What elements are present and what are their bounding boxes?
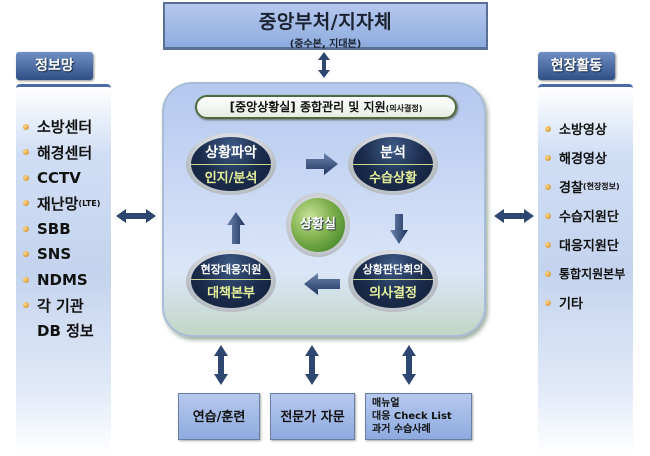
bullet-icon <box>545 212 551 219</box>
field-activity-panel: 소방영상 해경영상 경찰(현장정보) 수습지원단 대응지원단 통합지원본부 기타 <box>538 84 633 456</box>
field-item: 소방영상 <box>545 114 633 143</box>
info-item: 각 기관 <box>23 293 111 319</box>
situation-room-title: [중앙상황실] 종합관리 및 지원(의사결정) <box>195 95 457 119</box>
bullet-icon <box>545 154 551 161</box>
bullet-icon <box>23 251 29 258</box>
bullet-icon <box>23 174 29 181</box>
double-arrow-vertical-icon <box>214 345 228 389</box>
expert-advice-box: 전문가 자문 <box>270 393 355 440</box>
info-item: NDMS <box>23 267 111 293</box>
arrow-up-icon <box>227 212 245 244</box>
central-ministry-title: 중앙부처/지자체 <box>258 11 393 33</box>
field-activity-header: 현장활동 <box>538 52 615 80</box>
manual-reference-box: 매뉴얼 대응 Check List 과거 수습사례 <box>365 393 472 440</box>
field-item: 경찰(현장정보) <box>545 172 633 201</box>
info-item: 재난망(LTE) <box>23 191 111 217</box>
field-item: 수습지원단 <box>545 201 633 230</box>
field-item: 기타 <box>545 288 633 317</box>
field-item: 해경영상 <box>545 143 633 172</box>
info-item: 소방센터 <box>23 114 111 140</box>
double-arrow-horizontal-icon <box>116 208 156 227</box>
info-item: SNS <box>23 242 111 268</box>
info-item: CCTV <box>23 165 111 191</box>
bullet-icon <box>545 270 551 277</box>
info-item: DB 정보 <box>37 322 94 341</box>
info-network-header: 정보망 <box>16 52 93 80</box>
arrow-left-icon <box>304 273 340 295</box>
bullet-icon <box>23 302 29 309</box>
info-network-panel: 소방센터 해경센터 CCTV 재난망(LTE) SBB SNS NDMS 각 기… <box>16 84 111 456</box>
info-item: SBB <box>23 216 111 242</box>
double-arrow-vertical-icon <box>402 345 416 389</box>
double-arrow-vertical-icon <box>305 345 319 389</box>
bullet-icon <box>23 149 29 156</box>
training-box: 연습/훈련 <box>178 393 260 440</box>
bullet-icon <box>545 241 551 248</box>
bullet-icon <box>23 225 29 232</box>
central-ministry-box: 중앙부처/지자체 (중수본, 지대본) <box>163 2 488 50</box>
field-item: 대응지원단 <box>545 230 633 259</box>
bullet-icon <box>23 200 29 207</box>
central-ministry-subtitle: (중수본, 지대본) <box>289 39 362 50</box>
arrow-right-icon <box>306 153 338 175</box>
double-arrow-horizontal-icon <box>494 208 534 227</box>
info-item: 해경센터 <box>23 140 111 166</box>
double-arrow-vertical-icon <box>318 52 330 82</box>
bullet-icon <box>23 123 29 130</box>
field-item: 통합지원본부 <box>545 259 633 288</box>
situation-room-hub: 상황실 <box>286 193 350 257</box>
bullet-icon <box>545 183 551 190</box>
bullet-icon <box>23 276 29 283</box>
arrow-down-icon <box>390 214 408 244</box>
bullet-icon <box>545 125 551 132</box>
bullet-icon <box>545 299 551 306</box>
